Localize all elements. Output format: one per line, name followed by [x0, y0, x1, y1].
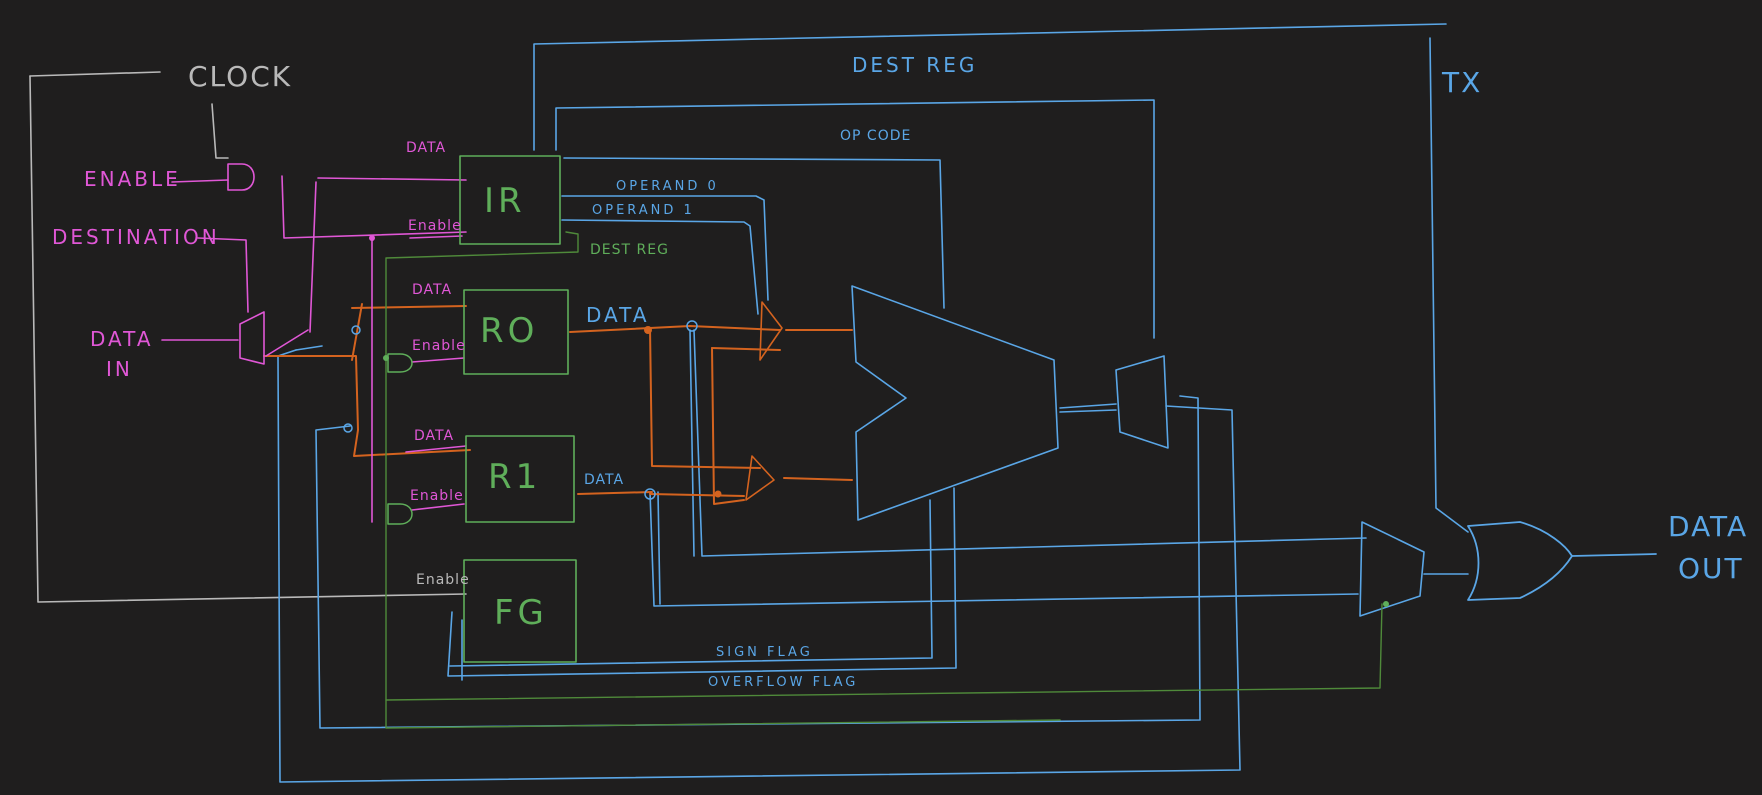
register-fg: FG: [463, 559, 577, 663]
enable-label: ENABLE: [84, 167, 181, 191]
data-out-label-line1: DATA: [1668, 510, 1748, 543]
register-r1: R1: [465, 435, 575, 523]
junction-dots-pink: [369, 235, 375, 241]
destination-label: DESTINATION: [52, 225, 220, 249]
output-mux: [1359, 521, 1469, 617]
op-code-label: OP CODE: [840, 128, 911, 144]
data-in-label-line2: IN: [106, 357, 133, 381]
or-gate: [1467, 521, 1657, 601]
data-in-label-line1: DATA: [90, 327, 154, 351]
fg-enable-label: Enable: [416, 572, 470, 588]
register-ir: IR: [459, 155, 561, 245]
data-bus-wires: [263, 303, 853, 505]
bus-drivers: [745, 301, 783, 501]
register-r0-label: RO: [480, 311, 538, 351]
clock-wires: [29, 71, 467, 603]
r1-enable-gate: [387, 503, 413, 525]
r1-data-label: DATA: [414, 428, 454, 444]
junction-dots-orange: [644, 326, 722, 498]
operand0-label: OPERAND 0: [616, 179, 719, 194]
r1-enable-label: Enable: [410, 488, 464, 504]
r1-output-data-label: DATA: [584, 472, 624, 488]
r0-enable-gate: [387, 353, 413, 373]
alu-output-mux: [1059, 355, 1169, 449]
ir-enable-label: Enable: [408, 218, 462, 234]
r0-enable-label: Enable: [412, 338, 466, 354]
operand1-label: OPERAND 1: [592, 203, 695, 218]
register-fg-label: FG: [494, 593, 548, 633]
alu-shape: [851, 285, 1059, 521]
ir-data-label: DATA: [406, 140, 446, 156]
dest-reg-small-label: DEST REG: [590, 242, 669, 258]
junction-dots-green: [383, 355, 1389, 607]
junction-dots: [343, 320, 698, 500]
control-wires: [161, 175, 467, 523]
r0-data-label: DATA: [412, 282, 452, 298]
r0-output-data-label: DATA: [586, 303, 650, 327]
data-in-mux: [239, 311, 265, 365]
tx-label: TX: [1441, 66, 1482, 99]
register-r0: RO: [463, 289, 569, 375]
enable-and-gate: [227, 163, 255, 191]
data-out-label-line2: OUT: [1678, 552, 1744, 585]
sign-flag-label: SIGN FLAG: [716, 645, 813, 660]
register-r1-label: R1: [488, 457, 541, 497]
register-ir-label: IR: [484, 181, 526, 221]
overflow-flag-label: OVERFLOW FLAG: [708, 675, 858, 690]
clock-label: CLOCK: [188, 60, 292, 93]
dest-reg-top-label: DEST REG: [852, 53, 977, 77]
flag-wires: [385, 231, 1383, 729]
